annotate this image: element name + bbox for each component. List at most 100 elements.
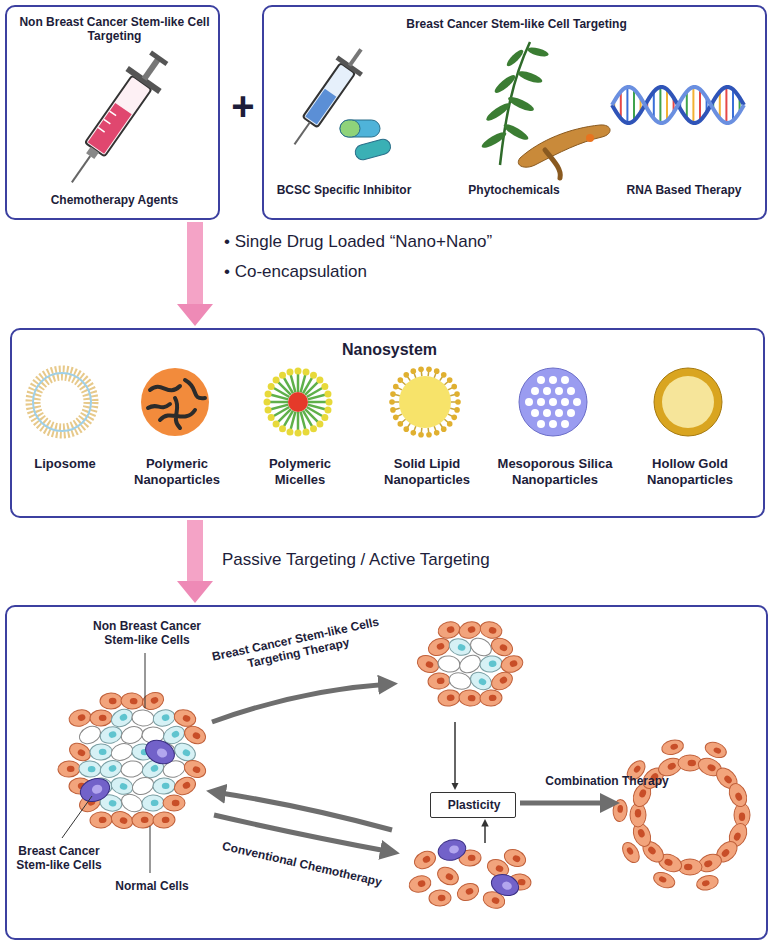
drawing-part [316, 420, 323, 427]
drawing-part [77, 748, 87, 757]
drawing-part [427, 672, 451, 690]
drawing-part [436, 642, 446, 651]
drawing-part [436, 837, 468, 864]
drawing-part [438, 895, 446, 902]
drawing-part [119, 724, 145, 747]
drawing-part [436, 677, 444, 684]
drawing-part [326, 399, 333, 406]
drawing-part [131, 709, 154, 727]
drawing-part [310, 425, 317, 432]
drawing-part [305, 89, 336, 125]
drawing-part [427, 672, 451, 690]
drawing-part [586, 134, 594, 142]
drawing-part [110, 111, 117, 116]
drawing-part [109, 775, 135, 796]
drawing-part [484, 822, 486, 843]
drawing-part [612, 87, 744, 123]
drawing-part [654, 368, 722, 436]
drawing-part [488, 871, 521, 899]
micelle-icon [264, 368, 333, 437]
drawing-part [447, 636, 473, 657]
drawing-part [537, 376, 545, 384]
drawing-part [484, 101, 512, 124]
drawing-part [90, 743, 113, 760]
drawing-part [658, 875, 667, 883]
drawing-part [626, 846, 635, 855]
step-note: • Co-encapsulation [224, 262, 554, 282]
drawing-part [132, 811, 155, 828]
panel-heading: Nanosystem [12, 340, 767, 359]
drawing-part [182, 714, 191, 722]
drawing-part [701, 880, 710, 887]
targeting-panel: Non Breast Cancer Stem-like Cell Targeti… [5, 5, 220, 220]
drawing-part [549, 420, 557, 428]
drawing-part [140, 689, 167, 712]
drawing-part [637, 828, 646, 838]
drawing-part [99, 749, 107, 756]
drawing-part [108, 730, 117, 738]
drawing-part [161, 714, 170, 722]
drawing-part [612, 799, 628, 822]
drawing-part [457, 619, 483, 640]
drawing-part [279, 372, 286, 379]
drawing-part [573, 398, 581, 406]
drawing-part [295, 368, 302, 375]
drawing-part [447, 636, 473, 657]
drawing-part [555, 387, 563, 395]
drawing-part [29, 369, 95, 435]
drawing-part [703, 739, 729, 760]
drawing-part [699, 89, 701, 120]
drawing-part [739, 813, 745, 821]
panel-heading: Breast Cancer Stem-like Cell Targeting [274, 17, 759, 31]
text-label: Combination Therapy [527, 774, 687, 788]
drawing-part [389, 399, 395, 405]
drawing-part [435, 864, 462, 889]
drawing-part [479, 654, 503, 673]
drawing-part [626, 87, 628, 123]
drawing-part [58, 760, 81, 777]
drawing-part [667, 762, 677, 771]
drawing-part [498, 675, 508, 684]
drawing-part [79, 760, 102, 777]
drawing-part [418, 366, 424, 372]
drawing-part [543, 387, 551, 395]
drawing-part [85, 76, 152, 157]
drawing-part [399, 376, 451, 428]
step-note: • Single Drug Loaded “Nano+Nano” [224, 232, 554, 252]
drawing-part [177, 581, 213, 603]
drawing-part [77, 775, 113, 806]
drawing-part [633, 89, 635, 120]
targeting-panel: Breast Cancer Stem-like Cell TargetingBC… [262, 5, 767, 220]
drawing-part [457, 643, 466, 651]
drawing-part [321, 414, 328, 421]
drawing-part [171, 730, 181, 739]
drawing-part [291, 375, 296, 392]
drawing-part [303, 369, 310, 376]
drawing-part [454, 722, 456, 787]
drawing-part [109, 775, 135, 796]
drawing-part [447, 671, 472, 692]
drawing-part [519, 368, 587, 436]
drawing-part [109, 809, 135, 832]
drawing-part [172, 774, 199, 798]
text-label: Normal Cells [102, 879, 202, 893]
msn-icon [519, 368, 587, 436]
drawing-part [651, 869, 677, 890]
drawing-part [692, 87, 694, 123]
drawing-part [647, 845, 657, 855]
drawing-part [426, 432, 432, 438]
drawing-part [660, 738, 685, 757]
panel-heading: Non Breast Cancer Stem-like Cell Targeti… [15, 15, 214, 44]
drawing-part [90, 743, 113, 760]
drawing-part [662, 376, 714, 428]
drawing-part [98, 724, 124, 745]
drawing-part [437, 689, 461, 708]
drawing-part [465, 887, 475, 896]
drawing-part [150, 764, 160, 773]
drawing-part [458, 689, 481, 707]
drawing-part [561, 398, 569, 406]
drawing-part [512, 854, 522, 863]
drawing-part [695, 873, 720, 892]
drawing-part [410, 430, 416, 436]
drawing-part [162, 783, 170, 790]
